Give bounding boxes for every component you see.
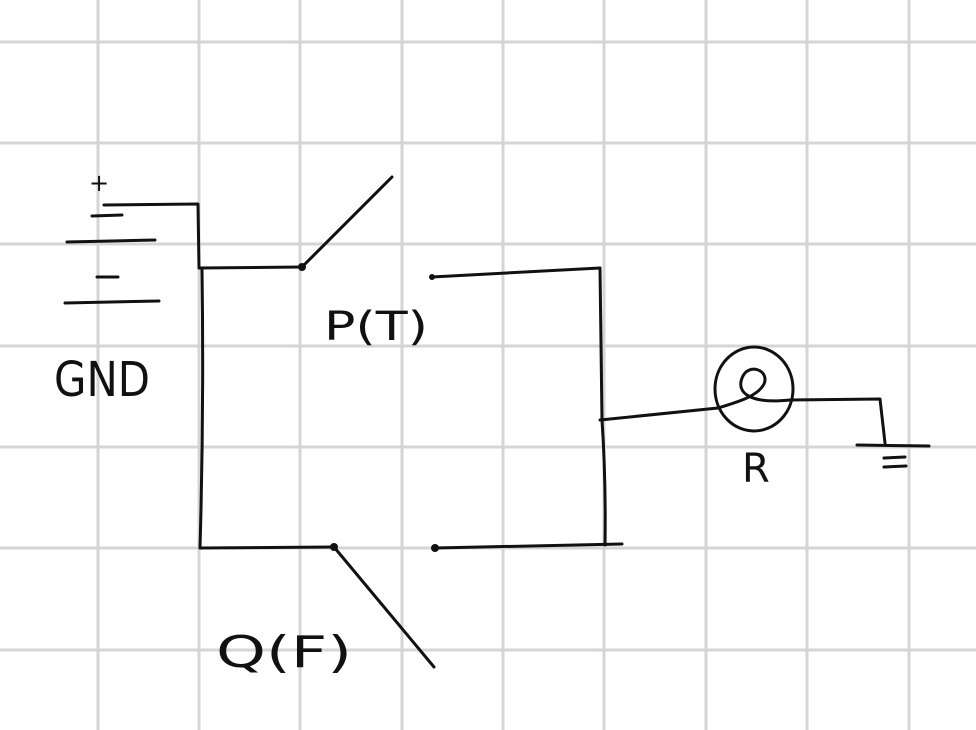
battery-plate-4 bbox=[63, 299, 161, 305]
wire-right-lower bbox=[600, 418, 607, 547]
wire-bottom-right bbox=[433, 542, 624, 550]
lamp-filament bbox=[716, 367, 792, 410]
switch-q-lever bbox=[332, 545, 436, 669]
wire-top-left bbox=[197, 265, 304, 270]
switch-p bbox=[298, 175, 435, 280]
wire-bottom-left bbox=[198, 545, 336, 550]
lamp-bulb bbox=[713, 345, 795, 433]
battery-plus-sign: + bbox=[89, 169, 109, 197]
lamp-symbol bbox=[713, 345, 795, 433]
battery-symbol: + bbox=[63, 169, 201, 305]
battery-plate-2 bbox=[65, 238, 157, 244]
switch-p-lever bbox=[300, 175, 394, 269]
wire-top-right bbox=[430, 266, 604, 422]
switch-p-label: P(T) bbox=[324, 304, 428, 350]
gnd-label: GND bbox=[54, 352, 150, 408]
ground-bar-2 bbox=[882, 455, 907, 460]
lamp-label: R bbox=[742, 446, 770, 492]
ground-symbol bbox=[788, 397, 931, 469]
ground-wire bbox=[788, 397, 887, 445]
wire-to-lamp bbox=[598, 406, 720, 422]
switch-q-label: Q(F) bbox=[216, 627, 352, 678]
ground-bar-3 bbox=[882, 464, 908, 469]
ground-bar-1 bbox=[855, 443, 931, 448]
battery-lead-wire bbox=[102, 202, 201, 270]
battery-plate-1 bbox=[90, 213, 124, 218]
wire-left-vertical bbox=[198, 266, 205, 550]
